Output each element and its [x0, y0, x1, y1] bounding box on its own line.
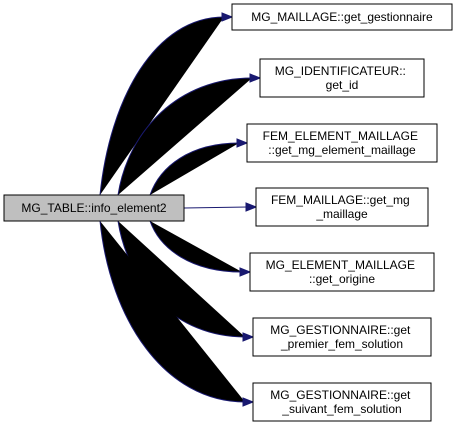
source-node-info-element2[interactable]: MG_TABLE::info_element2: [3, 194, 185, 222]
target-node-label: FEM_ELEMENT_MAILLAGE ::get_mg_element_ma…: [263, 129, 422, 157]
target-node-label-line: FEM_MAILLAGE::get_mg: [271, 193, 410, 207]
arrowhead-icon: [239, 267, 252, 277]
call-edge: [149, 220, 243, 273]
target-node-get-id[interactable]: MG_IDENTIFICATEUR:: get_id: [259, 58, 425, 98]
target-node-get-origine[interactable]: MG_ELEMENT_MAILLAGE ::get_origine: [249, 252, 435, 292]
arrowhead-icon: [242, 332, 255, 342]
target-node-box: [255, 187, 429, 227]
target-node-label-line: ::get_mg_element_maillage: [268, 143, 416, 157]
target-node-label-line: FEM_ELEMENT_MAILLAGE: [263, 129, 418, 143]
arrowhead-icon: [242, 397, 255, 407]
target-node-label-line: _premier_fem_solution: [280, 337, 403, 351]
source-node-box: [3, 194, 185, 222]
target-node-box: [259, 58, 425, 98]
target-node-box: [246, 123, 438, 163]
target-node-label: MG_ELEMENT_MAILLAGE ::get_origine: [266, 258, 419, 286]
target-node-label-line: ::get_origine: [309, 272, 375, 286]
call-edge: [99, 220, 246, 403]
target-node-label-line: _suivant_fem_solution: [281, 402, 401, 416]
target-node-label-line: MG_ELEMENT_MAILLAGE: [266, 258, 415, 272]
target-node-label-line: MG_IDENTIFICATEUR::: [275, 64, 406, 78]
target-node-label-line: MG_MAILLAGE::get_gestionnaire: [251, 10, 433, 24]
call-edge: [149, 142, 240, 196]
target-node-label-line: MG_GESTIONNAIRE::get: [270, 323, 411, 337]
target-node-label: MG_GESTIONNAIRE::get _suivant_fem_soluti…: [270, 388, 413, 416]
arrowhead-icon: [249, 73, 262, 83]
target-node-get-mg-maillage[interactable]: FEM_MAILLAGE::get_mg _maillage: [255, 187, 429, 227]
target-node-get-suivant-fem-solution[interactable]: MG_GESTIONNAIRE::get _suivant_fem_soluti…: [252, 382, 432, 422]
arrowhead-icon: [245, 202, 258, 212]
call-edges: [99, 12, 262, 407]
arrowhead-icon: [236, 138, 249, 148]
arrowhead-icon: [221, 12, 234, 22]
target-node-box: [252, 317, 432, 357]
target-node-label-line: MG_GESTIONNAIRE::get: [270, 388, 411, 402]
call-edge: [99, 16, 225, 196]
target-node-box: [252, 382, 432, 422]
target-node-get-premier-fem-solution[interactable]: MG_GESTIONNAIRE::get _premier_fem_soluti…: [252, 317, 432, 357]
source-node-label-line: MG_TABLE::info_element2: [21, 201, 167, 215]
target-node-label: FEM_MAILLAGE::get_mg _maillage: [271, 193, 413, 221]
target-node-label: MG_IDENTIFICATEUR:: get_id: [275, 64, 409, 92]
target-node-get-mg-element-maillage[interactable]: FEM_ELEMENT_MAILLAGE ::get_mg_element_ma…: [246, 123, 438, 163]
target-node-label: MG_MAILLAGE::get_gestionnaire: [251, 10, 433, 24]
target-node-label-line: _maillage: [315, 207, 368, 221]
target-node-label: MG_GESTIONNAIRE::get _premier_fem_soluti…: [270, 323, 413, 351]
source-node-label: MG_TABLE::info_element2: [21, 201, 167, 215]
call-edge: [117, 77, 253, 196]
target-node-get-gestionnaire[interactable]: MG_MAILLAGE::get_gestionnaire: [231, 3, 453, 31]
target-node-box: [249, 252, 435, 292]
target-node-label-line: get_id: [326, 78, 359, 92]
call-edge: [183, 206, 249, 209]
target-node-box: [231, 3, 453, 31]
